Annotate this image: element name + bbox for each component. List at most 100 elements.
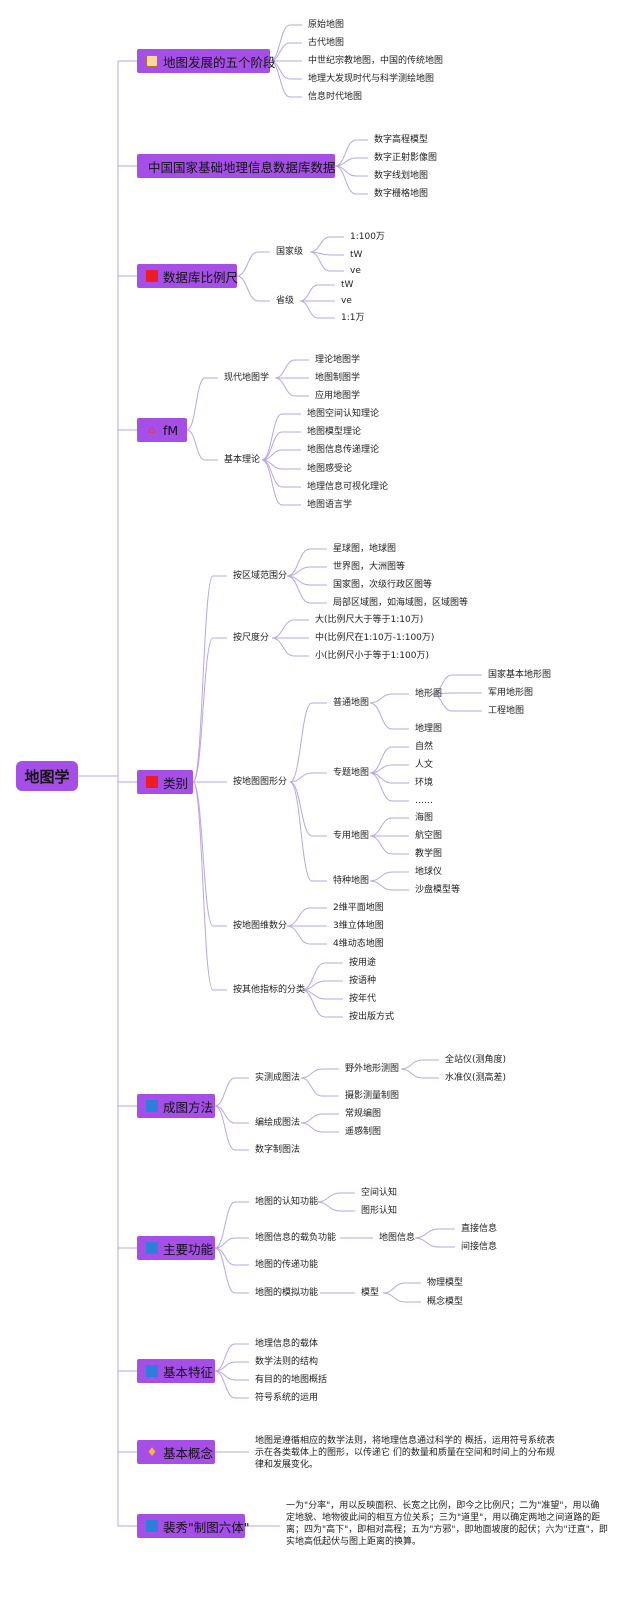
- leaf-database[interactable]: 数字高程模型: [374, 135, 429, 145]
- leaf-info[interactable]: 间接信息: [461, 1242, 498, 1252]
- leaf-modern[interactable]: 地图制图学: [315, 373, 361, 383]
- node-model[interactable]: 模型: [361, 1288, 380, 1298]
- leaf-special[interactable]: 航空图: [415, 831, 443, 841]
- node-peculiar-map[interactable]: 特种地图: [333, 876, 370, 886]
- branch-six-principles[interactable]: 裴秀"制图六体": [137, 1514, 250, 1538]
- leaf-field[interactable]: 水准仪(测高差): [445, 1073, 507, 1083]
- leaf-stage[interactable]: 地理大发现时代与科学测绘地图: [308, 74, 435, 84]
- leaf-theory[interactable]: 地图模型理论: [307, 427, 362, 437]
- node-terrain-map[interactable]: 地形图: [415, 689, 443, 699]
- leaf-stage[interactable]: 中世纪宗教地图，中国的传统地图: [308, 56, 444, 66]
- node-cognition[interactable]: 地图的认知功能: [255, 1197, 319, 1207]
- leaf-peculiar[interactable]: 地球仪: [415, 867, 443, 877]
- node-geo-map[interactable]: 地理图: [415, 724, 443, 734]
- branch-fm[interactable]: ⌂fM: [137, 418, 187, 442]
- leaf-feature[interactable]: 数学法则的结构: [255, 1357, 319, 1367]
- node-modern-cartography[interactable]: 现代地图学: [224, 373, 270, 383]
- branch-concept[interactable]: ♦基本概念: [137, 1440, 215, 1464]
- node-national[interactable]: 国家级: [276, 247, 304, 257]
- leaf-transfer[interactable]: 地图的传递功能: [255, 1260, 319, 1270]
- node-thematic-map[interactable]: 专题地图: [333, 768, 370, 778]
- leaf-theory[interactable]: 地图感受论: [307, 464, 353, 474]
- leaf-modern[interactable]: 应用地图学: [315, 391, 361, 401]
- branch-methods[interactable]: 成图方法: [137, 1094, 215, 1118]
- leaf-region[interactable]: 世界图，大洲图等: [333, 562, 406, 572]
- leaf-theory[interactable]: 地图空间认知理论: [307, 409, 380, 419]
- leaf-other[interactable]: 按语种: [349, 976, 377, 986]
- node-field-survey[interactable]: 野外地形测图: [345, 1064, 400, 1074]
- node-general-map[interactable]: 普通地图: [333, 698, 370, 708]
- leaf-dimension[interactable]: 4维动态地图: [333, 939, 384, 949]
- node-by-scale[interactable]: 按尺度分: [233, 633, 270, 643]
- leaf-other[interactable]: 按用途: [349, 958, 377, 968]
- leaf-thematic[interactable]: 环境: [415, 778, 434, 788]
- node-special-map[interactable]: 专用地图: [333, 831, 370, 841]
- leaf-scale[interactable]: ve: [350, 266, 361, 276]
- branch-types[interactable]: 类别: [137, 770, 193, 794]
- leaf-feature[interactable]: 地理信息的载体: [255, 1339, 319, 1349]
- node-basic-theory[interactable]: 基本理论: [224, 455, 261, 465]
- leaf-type-scale[interactable]: 大(比例尺大于等于1:10万): [315, 615, 424, 625]
- leaf-photogrammetry[interactable]: 摄影测量制图: [345, 1091, 400, 1101]
- leaf-scale[interactable]: tW: [350, 250, 363, 260]
- leaf-terrain[interactable]: 军用地形图: [488, 688, 534, 698]
- leaf-field[interactable]: 全站仪(测角度): [445, 1055, 507, 1065]
- leaf-special[interactable]: 教学图: [415, 849, 443, 859]
- leaf-cognition[interactable]: 空间认知: [361, 1188, 398, 1198]
- leaf-dimension[interactable]: 2维平面地图: [333, 903, 384, 913]
- leaf-stage[interactable]: 信息时代地图: [308, 92, 363, 102]
- leaf-peculiar[interactable]: 沙盘模型等: [415, 885, 461, 895]
- leaf-terrain[interactable]: 国家基本地形图: [488, 670, 552, 680]
- leaf-scale[interactable]: tW: [341, 280, 354, 290]
- node-simulation[interactable]: 地图的模拟功能: [255, 1288, 319, 1298]
- node-compile-method[interactable]: 编绘成图法: [255, 1118, 301, 1128]
- leaf-compile[interactable]: 常规编图: [345, 1109, 382, 1119]
- node-by-other[interactable]: 按其他指标的分类: [233, 985, 306, 995]
- branch-functions[interactable]: 主要功能: [137, 1236, 215, 1260]
- leaf-other[interactable]: 按年代: [349, 994, 377, 1004]
- leaf-modern[interactable]: 理论地图学: [315, 355, 361, 365]
- node-survey-method[interactable]: 实测成图法: [255, 1073, 301, 1083]
- branch-stages[interactable]: 地图发展的五个阶段: [137, 49, 276, 73]
- node-by-region[interactable]: 按区域范围分: [233, 571, 288, 581]
- leaf-stage[interactable]: 古代地图: [308, 38, 345, 48]
- leaf-info[interactable]: 直接信息: [461, 1224, 498, 1234]
- leaf-scale[interactable]: ve: [341, 296, 352, 306]
- leaf-stage[interactable]: 原始地图: [308, 20, 345, 30]
- leaf-database[interactable]: 数字栅格地图: [374, 189, 429, 199]
- leaf-thematic[interactable]: ……: [415, 796, 433, 806]
- leaf-cognition[interactable]: 图形认知: [361, 1206, 398, 1216]
- leaf-database[interactable]: 数字线划地图: [374, 171, 429, 181]
- node-provincial[interactable]: 省级: [276, 296, 295, 306]
- branch-features[interactable]: 基本特征: [137, 1359, 215, 1383]
- branch-database[interactable]: 中国国家基础地理信息数据库数据: [137, 154, 336, 178]
- leaf-feature[interactable]: 有目的的地图概括: [255, 1375, 328, 1385]
- node-carrier[interactable]: 地图信息的载负功能: [255, 1233, 337, 1243]
- leaf-compile[interactable]: 遥感制图: [345, 1127, 382, 1137]
- leaf-scale[interactable]: 1:100万: [350, 232, 385, 242]
- leaf-type-scale[interactable]: 小(比例尺小于等于1:100万): [315, 651, 429, 661]
- leaf-type-scale[interactable]: 中(比例尺在1:10万-1:100万): [315, 633, 435, 643]
- node-by-dimension[interactable]: 按地图维数分: [233, 921, 288, 931]
- leaf-feature[interactable]: 符号系统的运用: [255, 1393, 319, 1403]
- leaf-model[interactable]: 概念模型: [427, 1297, 464, 1307]
- leaf-theory[interactable]: 地图信息传递理论: [307, 445, 380, 455]
- leaf-thematic[interactable]: 自然: [415, 742, 434, 752]
- leaf-region[interactable]: 国家图，次级行政区图等: [333, 580, 433, 590]
- leaf-region[interactable]: 星球图，地球图: [333, 544, 397, 554]
- leaf-thematic[interactable]: 人文: [415, 760, 434, 770]
- leaf-other[interactable]: 按出版方式: [349, 1012, 395, 1022]
- root-node[interactable]: 地图学: [16, 761, 78, 791]
- leaf-special[interactable]: 海图: [415, 813, 434, 823]
- node-by-graphic[interactable]: 按地图图形分: [233, 777, 288, 787]
- branch-scale[interactable]: 数据库比例尺: [137, 264, 238, 288]
- leaf-theory[interactable]: 地图语言学: [307, 500, 353, 510]
- leaf-database[interactable]: 数字正射影像图: [374, 153, 438, 163]
- leaf-theory[interactable]: 地理信息可视化理论: [307, 482, 389, 492]
- leaf-scale[interactable]: 1:1万: [341, 313, 365, 323]
- leaf-region[interactable]: 局部区域图，如海域图，区域图等: [333, 598, 469, 608]
- leaf-dimension[interactable]: 3维立体地图: [333, 921, 384, 931]
- node-map-info[interactable]: 地图信息: [379, 1233, 416, 1243]
- leaf-model[interactable]: 物理模型: [427, 1278, 464, 1288]
- leaf-digital-method[interactable]: 数字制图法: [255, 1145, 301, 1155]
